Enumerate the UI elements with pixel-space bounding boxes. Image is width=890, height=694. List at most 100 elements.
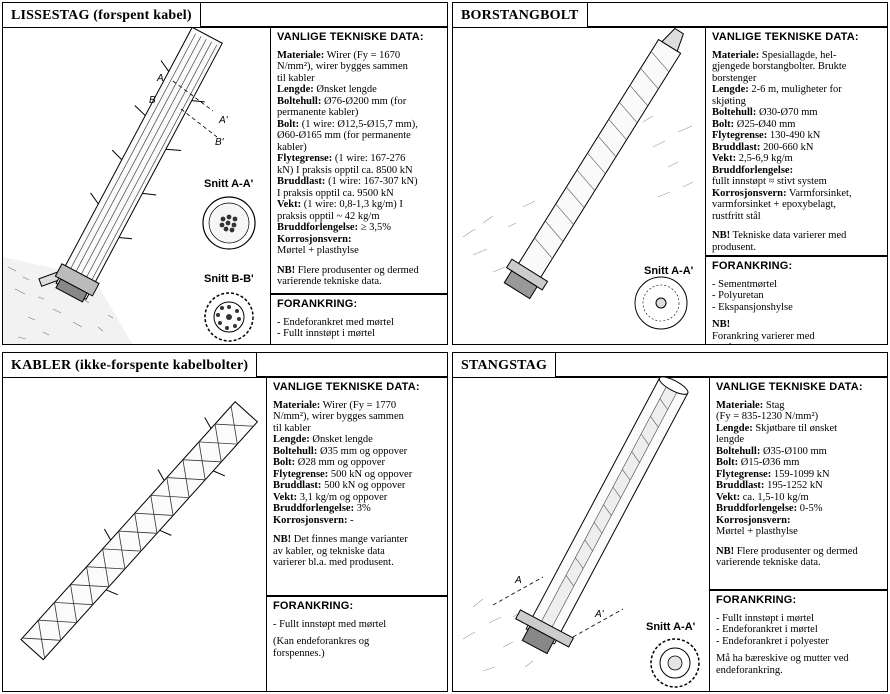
section-b-label: Snitt B-B'	[204, 273, 254, 285]
field-label: Boltehull:	[277, 95, 322, 107]
title-divider	[453, 376, 887, 378]
text-line: Lengde: 2-6 m, muligheter for	[712, 84, 879, 96]
section-b-drawing	[204, 292, 254, 342]
field-label: Lengde:	[273, 434, 310, 445]
field-value: av kabler, og tekniske data	[273, 545, 385, 557]
text-line: Bruddlast: 500 kN og oppover	[273, 480, 439, 492]
field-label: Vekt:	[273, 491, 298, 503]
text-line: forspennes.)	[273, 648, 439, 660]
text-line: Flytegrense: 130-490 kN	[712, 130, 879, 142]
field-label: Korrosjonsvern:	[716, 514, 791, 526]
text-line: NB! Tekniske data varierer med	[712, 230, 879, 242]
field-value: 3,1 kg/m og oppover	[297, 491, 388, 503]
text-line: Må ha bæreskive og mutter ved	[716, 653, 879, 665]
text-line: Bruddforlengelse:	[712, 165, 879, 177]
field-value: (1 wire: Ø12,5-Ø15,7 mm),	[299, 118, 418, 130]
field-value: Ø25-Ø40 mm	[734, 118, 796, 130]
text-line: permanente kabler)	[277, 107, 439, 119]
text-line: NB! Flere produsenter og dermed	[716, 546, 879, 558]
bar	[515, 377, 689, 655]
text-line: Materiale: Stag	[716, 400, 879, 412]
anchor-item: - Polyuretan	[712, 290, 764, 301]
section-mark-a: A	[156, 73, 164, 84]
field-value: varierer bl.a. med produsent.	[273, 557, 394, 568]
field-label: NB!	[273, 534, 292, 545]
anchor-section: FORANKRING: - Endeforankret med mørtel- …	[271, 295, 447, 340]
field-value: Må ha bæreskive og mutter ved	[716, 653, 849, 664]
text-line: gjengede borstangbolter. Brukte	[712, 61, 879, 73]
anchor-item: - Fullt innstøpt med mørtel	[273, 618, 387, 630]
tech-data-heading: VANLIGE TEKNISKE DATA:	[273, 381, 420, 393]
anchor-item: - Endeforankret med mørtel	[277, 316, 394, 328]
text-line: Vekt: 3,1 kg/m og oppover	[273, 492, 439, 504]
field-label: Materiale:	[716, 399, 764, 411]
rock-hatching	[462, 598, 534, 672]
field-value: 500 kN og oppover	[328, 468, 413, 480]
field-label: Boltehull:	[273, 445, 318, 457]
text-line: Materiale: Spesiallagde, hel-	[712, 50, 879, 62]
text-line: Mørtel + plasthylse	[716, 526, 879, 538]
kabler-illustration	[20, 401, 259, 661]
cable	[20, 401, 259, 661]
anchor-list: - Sementmørtel- Polyuretan- Ekspansjonsh…	[712, 279, 879, 314]
field-label: Bruddforlengelse:	[273, 503, 355, 514]
section-mark-a: A	[514, 575, 522, 586]
bolt	[503, 27, 684, 300]
field-label: Bruddlast:	[277, 176, 326, 187]
field-value: Ønsket lengde	[309, 434, 373, 445]
field-label: Korrosjonsvern:	[273, 514, 348, 526]
field-value: praksis opptil ~ 42 kg/m	[277, 210, 380, 222]
text-line: Bruddforlengelse: ≥ 3,5%	[277, 222, 439, 234]
field-label: Bruddforlengelse:	[716, 503, 798, 514]
panel-kabler: KABLER (ikke-forspente kabelbolter) VANL…	[2, 352, 448, 692]
field-label: Bruddforlengelse:	[277, 222, 359, 233]
section-a-drawing	[202, 196, 256, 250]
field-value: til kabler	[273, 422, 311, 434]
field-value: 2,5-6,9 kg/m	[736, 153, 793, 164]
text-line: Ø60-Ø165 mm (for permanente	[277, 130, 439, 142]
field-value: ≥ 3,5%	[358, 222, 391, 233]
field-label: Flytegrense:	[277, 153, 333, 164]
field-value: 130-490 kN	[767, 130, 821, 141]
text-line: Korrosjonsvern: -	[273, 515, 439, 527]
anchor-divider	[271, 293, 447, 295]
anchor-divider	[267, 595, 447, 597]
field-value: (1 wire: 167-307 kN)	[325, 176, 418, 187]
field-value: 159-1099 kN	[771, 468, 830, 480]
field-value: (Kan endeforankres og	[273, 636, 370, 647]
anchor-item: - Fullt innstøpt i mørtel	[716, 612, 815, 624]
text-line: endeforankring.	[716, 665, 879, 677]
text-line: til kabler	[277, 73, 439, 85]
field-value: gjengede borstangbolter. Brukte	[712, 61, 847, 72]
field-value: Wirer (Fy = 1670	[324, 49, 401, 61]
field-label: NB!	[712, 230, 731, 241]
text-line: I praksis opptil ca. 9500 kN	[277, 188, 439, 200]
text-line: praksis opptil ~ 42 kg/m	[277, 211, 439, 223]
field-value: Flere produsenter og dermed	[734, 545, 858, 557]
text-line: Bruddforlengelse: 0-5%	[716, 503, 879, 515]
field-value: varierende tekniske data.	[277, 276, 382, 287]
field-label: Boltehull:	[716, 445, 761, 457]
field-label: Vekt:	[712, 153, 737, 164]
field-value: 195-1252 kN	[764, 480, 823, 491]
section-mark-b: B	[149, 95, 156, 106]
text-line: Vekt: ca. 1,5-10 kg/m	[716, 492, 879, 504]
field-value: Forankring varierer med	[712, 330, 815, 342]
section-mark-a-prime: A'	[218, 115, 229, 126]
borstangbolt-illustration	[462, 27, 694, 330]
field-label: NB!	[277, 264, 296, 276]
text-line: Bruddlast: 200-660 kN	[712, 142, 879, 154]
field-value: Ø28 mm og oppover	[295, 457, 385, 468]
field-label: Bruddlast:	[712, 141, 761, 153]
field-value: (1 wire: 0,8-1,3 kg/m) I	[301, 199, 403, 210]
field-value: Ø30-Ø70 mm	[756, 107, 818, 118]
field-value: ca. 1,5-10 kg/m	[740, 491, 809, 503]
field-value: Mørtel + plasthylse	[716, 526, 798, 537]
text-line: Bolt: (1 wire: Ø12,5-Ø15,7 mm),	[277, 119, 439, 131]
text-line: NB! Forankring varierer med	[712, 319, 879, 342]
text-line: Flytegrense: 159-1099 kN	[716, 469, 879, 481]
